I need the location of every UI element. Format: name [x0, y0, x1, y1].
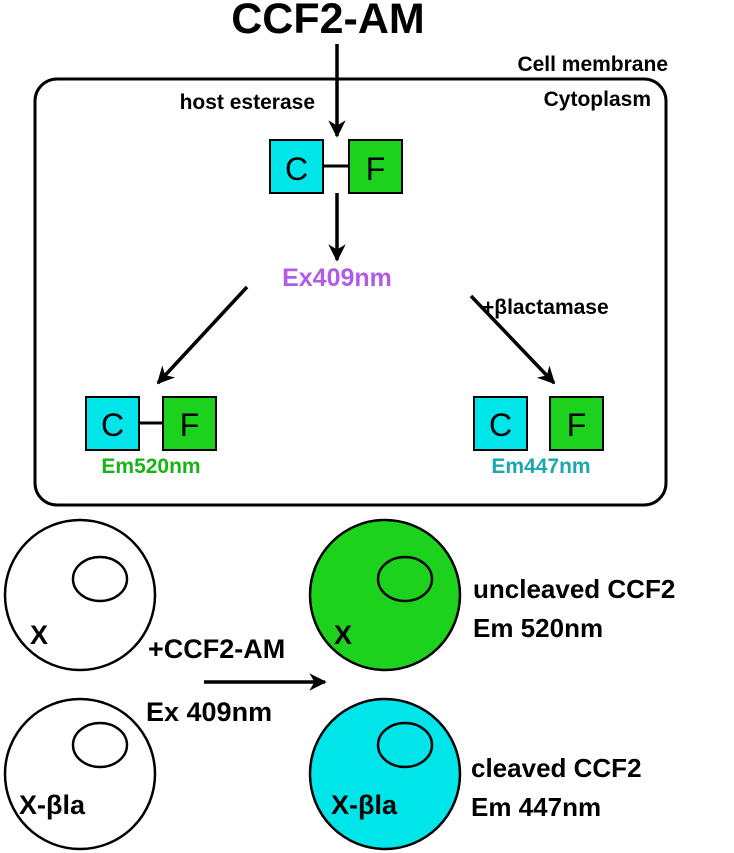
- emission-520-label: Em520nm: [101, 455, 200, 478]
- cell-x-label: X: [334, 620, 352, 650]
- molecule-cleaved: C F: [473, 396, 604, 451]
- uncleaved-result-line1: uncleaved CCF2: [473, 574, 675, 604]
- cleaved-result-line1: cleaved CCF2: [471, 753, 642, 783]
- cell-membrane-label: Cell membrane: [517, 53, 668, 76]
- f-box: [162, 396, 217, 451]
- f-letter: F: [366, 151, 386, 187]
- cell-xbla-label: X-βla: [331, 790, 398, 820]
- f-letter: F: [567, 407, 587, 443]
- cell-xbla-cyan: X-βla: [308, 697, 462, 851]
- c-letter: C: [285, 151, 308, 187]
- uncleaved-result-line2: Em 520nm: [473, 613, 603, 643]
- c-box: [269, 139, 324, 194]
- nucleus: [71, 555, 129, 603]
- cell-xbla-unstained: X-βla: [3, 697, 157, 851]
- cell-membrane-box: [33, 77, 668, 507]
- nucleus: [376, 555, 434, 603]
- cell-body: [308, 697, 462, 851]
- c-letter: C: [489, 407, 512, 443]
- cell-x-unstained: X: [3, 518, 157, 672]
- host-esterase-label: host esterase: [180, 91, 315, 114]
- nucleus: [71, 721, 129, 769]
- treatment-label: +CCF2-AM: [148, 634, 285, 664]
- nucleus: [376, 721, 434, 769]
- cell-x-label: X: [30, 620, 48, 650]
- f-box: [549, 396, 604, 451]
- treatment-excitation-label: Ex 409nm: [146, 697, 272, 727]
- c-box: [473, 396, 528, 451]
- excitation-label: Ex409nm: [282, 264, 392, 292]
- title-ccf2-am: CCF2-AM: [231, 0, 424, 43]
- emission-447-label: Em447nm: [491, 455, 590, 478]
- molecule-uncleaved: C F: [85, 396, 217, 451]
- molecule-ccf2-top: C F: [269, 139, 403, 194]
- cell-xbla-label: X-βla: [19, 790, 86, 820]
- f-letter: F: [180, 407, 200, 443]
- cell-body: [3, 697, 157, 851]
- arrow-right-branch: [469, 294, 556, 385]
- f-box: [348, 139, 403, 194]
- c-letter: C: [101, 407, 124, 443]
- cytoplasm-label: Cytoplasm: [544, 88, 651, 111]
- cell-x-green: X: [308, 518, 462, 672]
- beta-lactamase-label: +βlactamase: [482, 296, 609, 319]
- cleaved-result-line2: Em 447nm: [471, 792, 601, 822]
- arrow-left-branch: [156, 285, 249, 385]
